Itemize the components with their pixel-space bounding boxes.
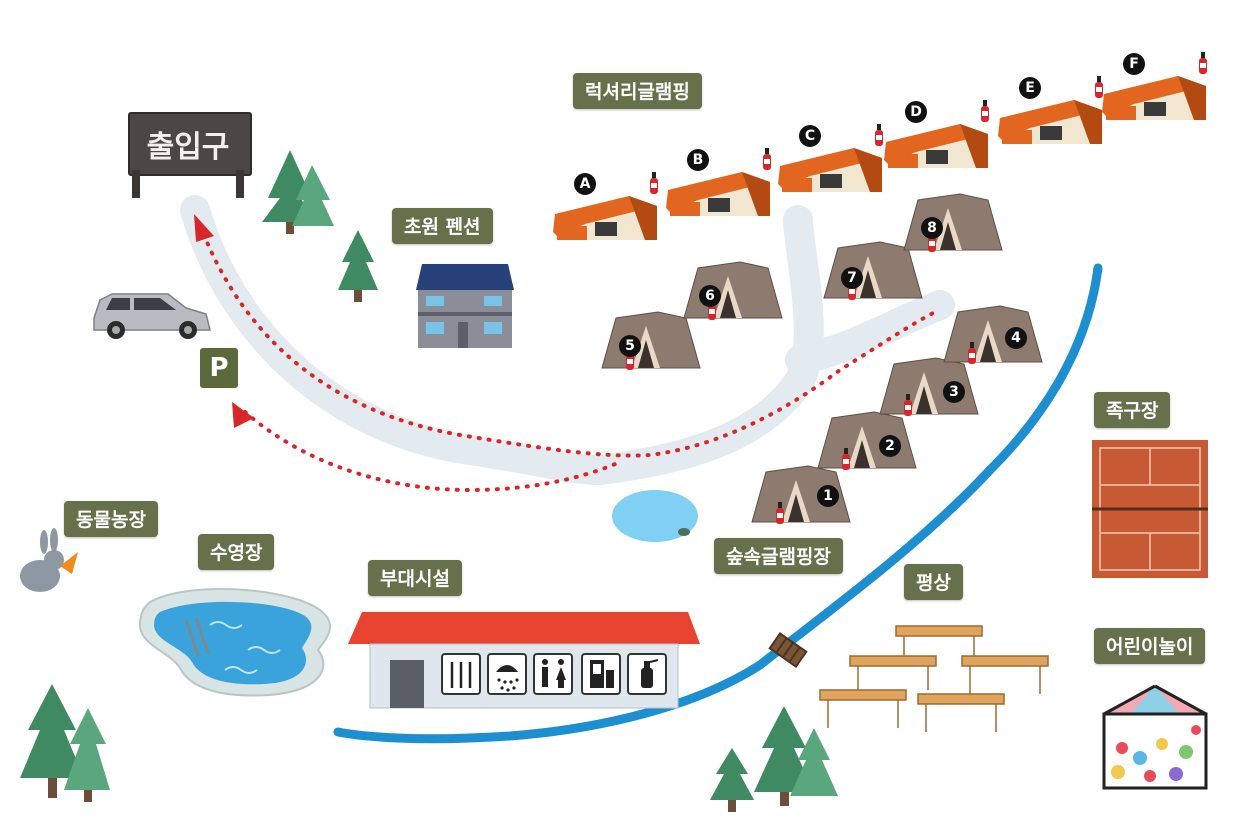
label-swimming-pool: 수영장 <box>198 534 275 570</box>
playground-structure <box>1102 684 1208 790</box>
luxury-tent-c[interactable] <box>778 124 883 192</box>
luxury-tent-marker-b[interactable]: B <box>687 149 709 171</box>
entrance-sign: 출입구 <box>128 112 252 198</box>
luxury-tent-f[interactable] <box>1102 52 1207 120</box>
label-meadow-pension: 초원 펜션 <box>392 208 493 244</box>
pension-house <box>416 264 514 348</box>
tree-group-top <box>262 150 378 302</box>
forest-tent-8[interactable] <box>903 193 1003 252</box>
forest-tent-marker-3[interactable]: 3 <box>943 381 965 403</box>
road <box>180 195 955 486</box>
label-kids-playground: 어린이놀이 <box>1094 628 1206 664</box>
luxury-tent-d[interactable] <box>884 100 989 168</box>
label-luxury-glamping: 럭셔리글램핑 <box>573 73 702 109</box>
forest-tent-marker-4[interactable]: 4 <box>1005 327 1027 349</box>
luxury-tent-marker-c[interactable]: C <box>799 125 821 147</box>
entrance-board <box>128 112 252 176</box>
entrance-post-left <box>132 170 140 198</box>
luxury-tent-marker-e[interactable]: E <box>1019 77 1041 99</box>
luxury-tent-marker-f[interactable]: F <box>1123 53 1145 75</box>
forest-tent-marker-2[interactable]: 2 <box>879 435 901 457</box>
swimming-pool <box>138 587 331 697</box>
luxury-tent-e[interactable] <box>998 76 1103 144</box>
pond <box>612 490 698 542</box>
luxury-tent-marker-d[interactable]: D <box>905 101 927 123</box>
facilities-building <box>348 612 700 709</box>
route-arrow-left <box>232 402 254 428</box>
route-arrow-up <box>194 214 214 242</box>
label-facilities: 부대시설 <box>368 560 462 596</box>
forest-tent-marker-6[interactable]: 6 <box>699 285 721 307</box>
vending-icon <box>590 660 614 688</box>
restaurant-icon <box>450 662 472 688</box>
tree-group-bottom-left <box>20 684 110 802</box>
parking-sign: P <box>200 348 238 388</box>
pond-rock <box>678 528 690 536</box>
label-forest-glamping: 숲속글램핑장 <box>714 538 843 574</box>
forest-tent-5[interactable] <box>601 311 701 370</box>
stream <box>333 263 1103 744</box>
entrance-post-right <box>236 170 244 198</box>
forest-tent-1[interactable] <box>751 465 851 524</box>
car <box>93 293 211 339</box>
entrance-label: 출입구 <box>146 130 230 165</box>
label-foot-volleyball: 족구장 <box>1094 392 1171 428</box>
restroom-icon <box>542 659 566 688</box>
forest-tent-6[interactable] <box>683 261 783 320</box>
forest-tent-marker-5[interactable]: 5 <box>619 335 641 357</box>
forest-tent-marker-8[interactable]: 8 <box>921 217 943 239</box>
forest-tent-4[interactable] <box>943 305 1043 364</box>
shower-icon <box>496 665 519 692</box>
label-petting-farm: 동물농장 <box>64 501 158 537</box>
forest-tent-marker-1[interactable]: 1 <box>817 485 839 507</box>
label-pyeongsang: 평상 <box>904 564 963 600</box>
luxury-tent-a[interactable] <box>553 172 658 240</box>
pyeongsang-tables <box>819 625 1049 732</box>
forest-tent-marker-7[interactable]: 7 <box>841 267 863 289</box>
foot-volleyball-court <box>1092 440 1208 578</box>
luxury-tents <box>553 52 1207 240</box>
luxury-tent-marker-a[interactable]: A <box>574 173 596 195</box>
tree-group-bottom <box>710 706 838 812</box>
rabbit <box>20 528 78 592</box>
forest-tent-7[interactable] <box>823 241 923 300</box>
bridge <box>768 632 808 668</box>
forest-tent-2[interactable] <box>817 411 917 470</box>
route-in <box>198 223 937 458</box>
luxury-tent-b[interactable] <box>666 148 771 216</box>
fire-extinguisher-icon <box>641 659 659 688</box>
